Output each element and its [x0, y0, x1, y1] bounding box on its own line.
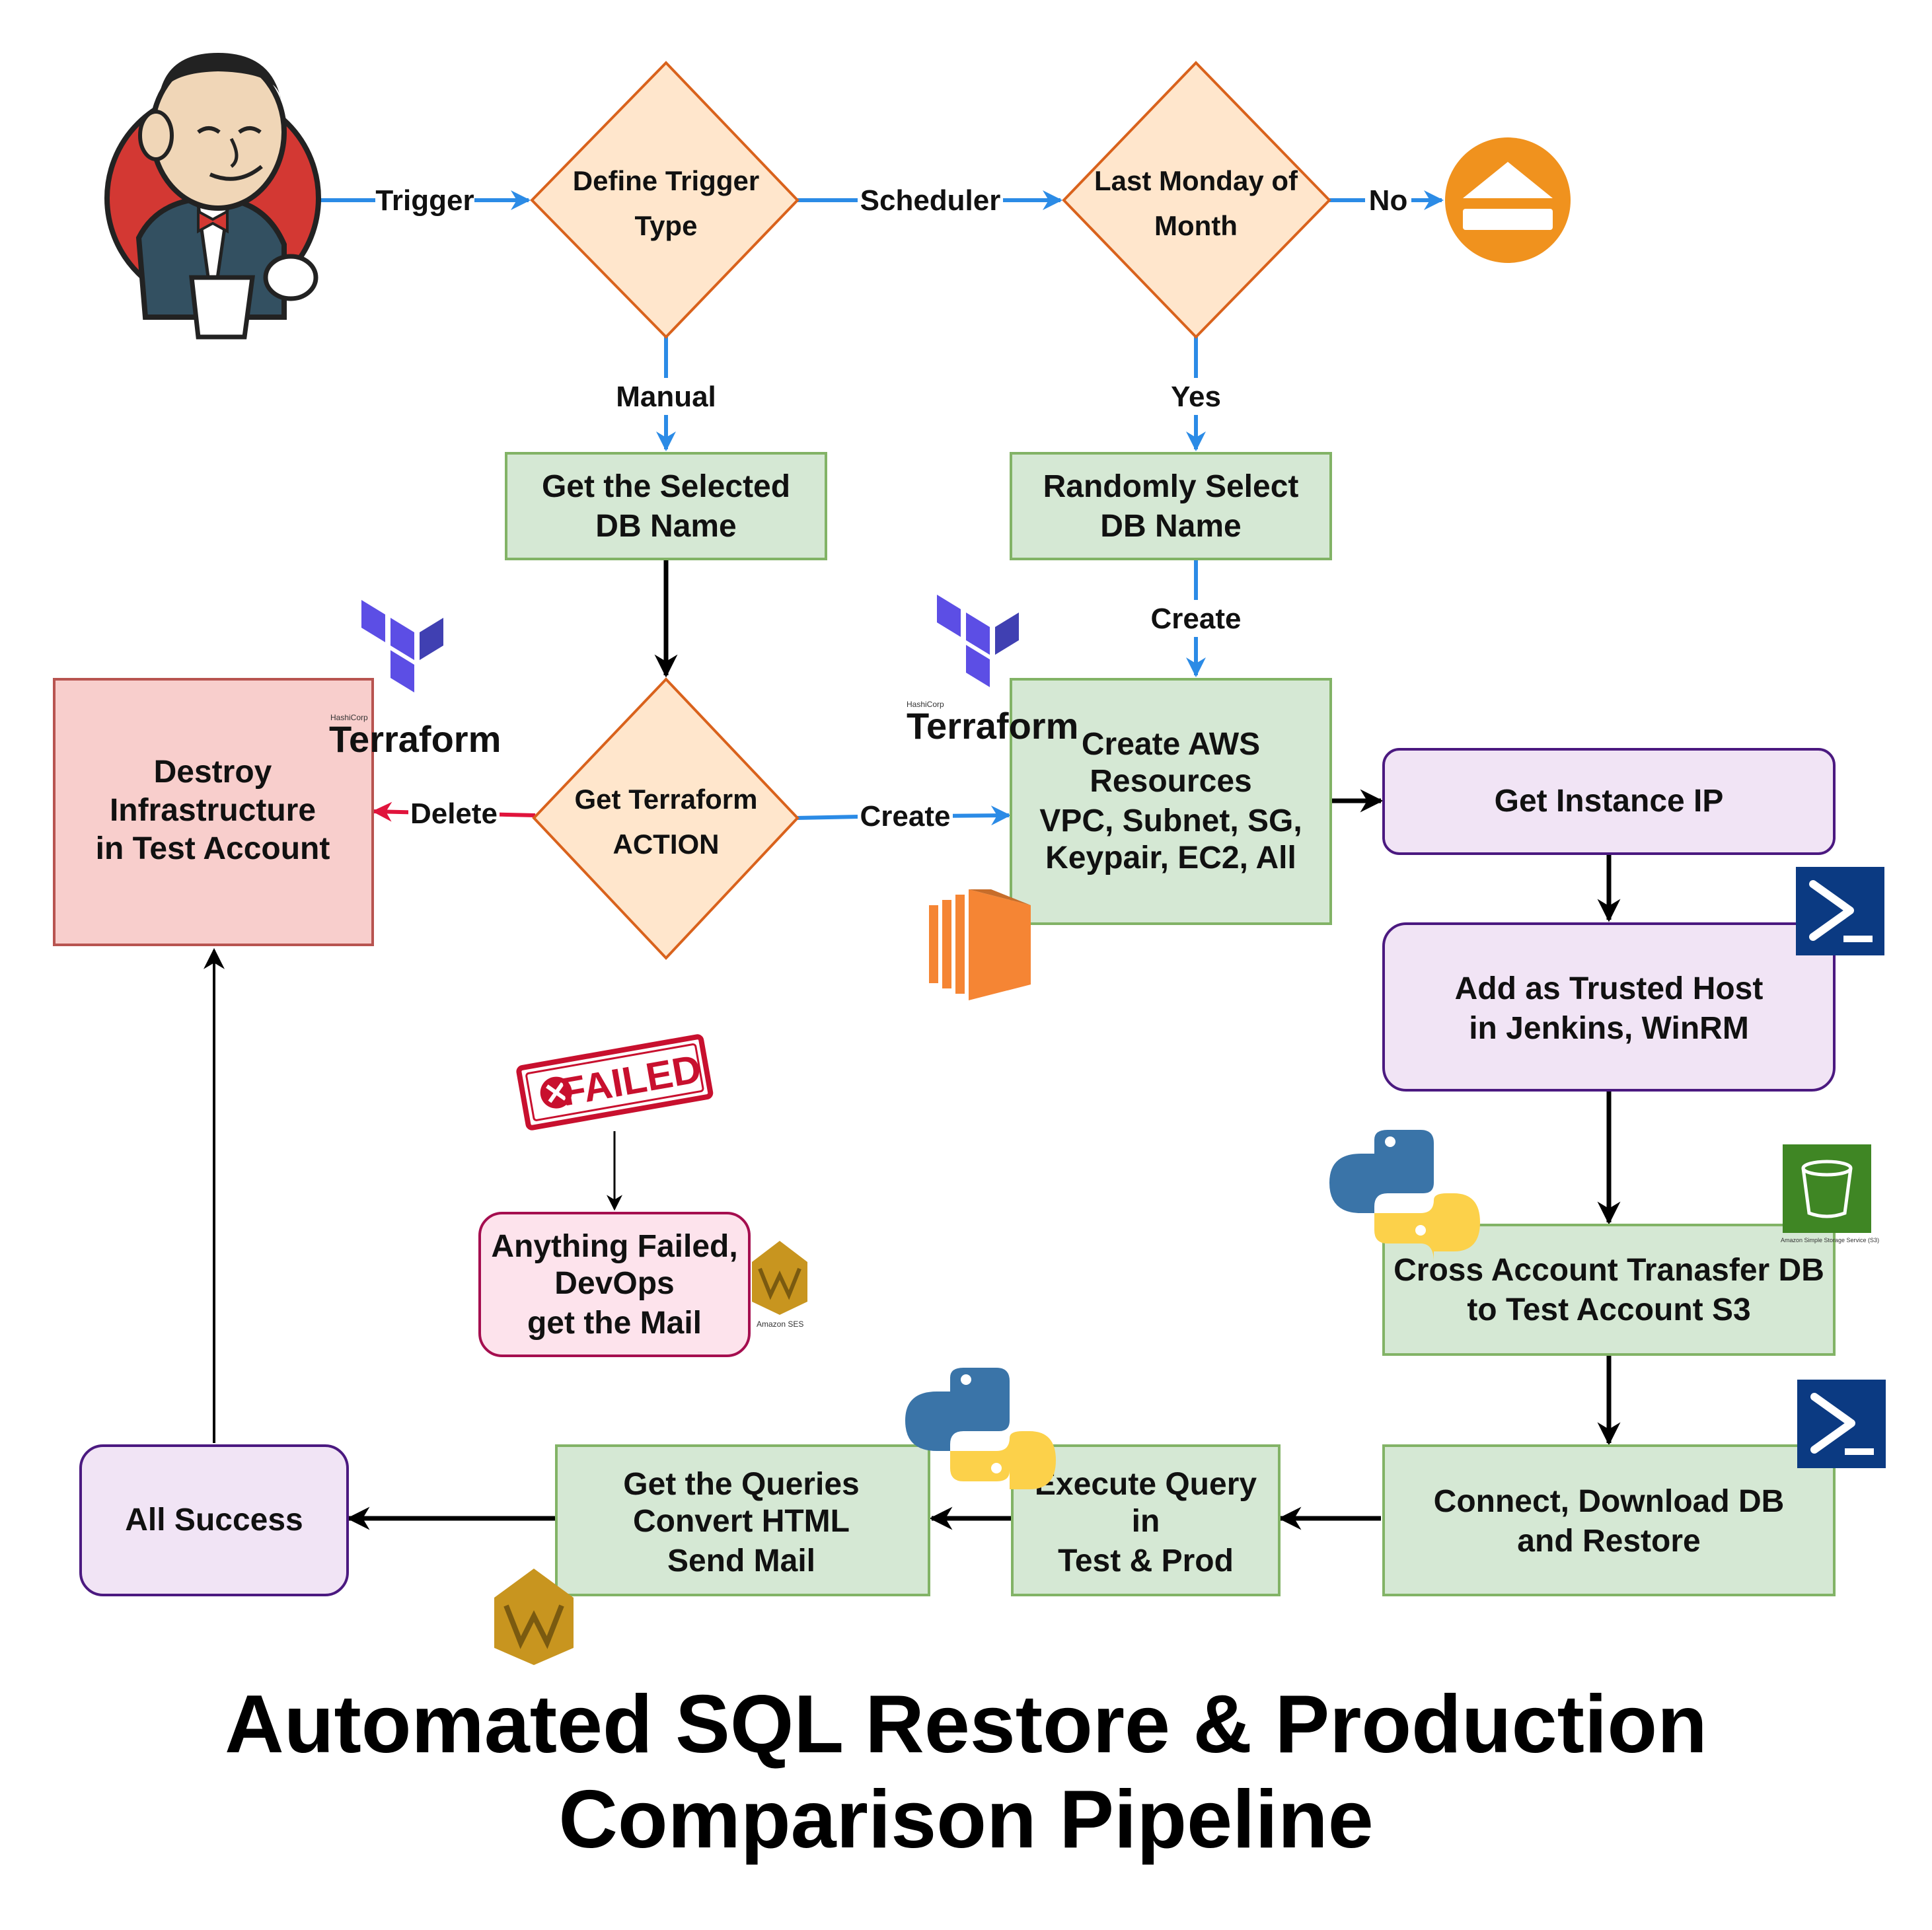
process-connect-restore: Connect, Download DB and Restore: [1382, 1444, 1836, 1596]
ses-label: Amazon SES: [757, 1319, 803, 1329]
node-text: DB Name: [1100, 509, 1241, 544]
node-text: in Test Account: [96, 831, 330, 866]
node-text: Anything Failed,: [491, 1229, 737, 1264]
edge-labels: Trigger Scheduler No Manual Yes Create C…: [375, 182, 1411, 835]
diagram-title: Automated SQL Restore & Production Compa…: [225, 1679, 1707, 1865]
node-text: in Jenkins, WinRM: [1469, 1011, 1749, 1046]
edge-label-create-top: Create: [1151, 603, 1242, 635]
terraform-icon: HashiCorp Terraform: [907, 595, 1078, 747]
process-create-aws: Create AWS Resources VPC, Subnet, SG, Ke…: [1010, 678, 1332, 925]
node-text: Convert HTML: [633, 1504, 850, 1539]
node-text: Execute Query: [1035, 1467, 1257, 1502]
edges: [204, 190, 1621, 1530]
node-text: ACTION: [613, 829, 720, 860]
powershell-icon: [1797, 1380, 1886, 1468]
terraform-icon: HashiCorp Terraform: [329, 600, 501, 760]
ses-icon: Amazon SES: [752, 1241, 807, 1329]
edge-label-manual: Manual: [616, 381, 716, 413]
process-destroy-infrastructure: Destroy Infrastructure in Test Account: [53, 678, 374, 946]
node-text: Get Terraform: [575, 784, 758, 815]
node-text: Define Trigger: [573, 165, 759, 196]
process-all-success: All Success: [79, 1444, 349, 1596]
node-text: Type: [635, 210, 698, 241]
process-execute-query: Execute Query in Test & Prod: [1011, 1444, 1281, 1596]
process-anything-failed: Anything Failed, DevOps get the Mail: [478, 1212, 751, 1357]
node-text: Add as Trusted Host: [1455, 971, 1764, 1006]
node-text: and Restore: [1517, 1524, 1700, 1559]
node-text: Infrastructure: [110, 793, 316, 828]
decision-last-monday: Last Monday of Month: [1062, 61, 1331, 339]
node-text: in: [1132, 1504, 1160, 1539]
node-text: Month: [1154, 210, 1238, 241]
node-text: All Success: [125, 1503, 303, 1538]
jenkins-icon: [104, 53, 321, 340]
node-text: Create AWS: [1082, 727, 1260, 762]
node-text: Randomly Select: [1043, 469, 1299, 504]
process-get-instance-ip: Get Instance IP: [1382, 748, 1836, 855]
node-text: get the Mail: [527, 1306, 702, 1341]
python-icon: [1329, 1130, 1480, 1262]
node-text: Test & Prod: [1058, 1543, 1234, 1578]
aws-ec2-icon: [929, 889, 1031, 1000]
node-text: Connect, Download DB: [1434, 1484, 1785, 1519]
powershell-icon: [1796, 867, 1884, 955]
process-get-selected-db: Get the Selected DB Name: [505, 452, 827, 560]
s3-bucket-icon: Amazon Simple Storage Service (S3): [1781, 1144, 1879, 1243]
python-icon: [905, 1368, 1056, 1489]
node-text: Get Instance IP: [1495, 784, 1724, 819]
node-text: Cross Account Tranasfer DB: [1393, 1253, 1824, 1288]
terraform-wordmark: Terraform: [907, 705, 1078, 747]
process-trusted-host: Add as Trusted Host in Jenkins, WinRM: [1382, 922, 1836, 1092]
ses-icon: [494, 1569, 574, 1665]
decision-define-trigger: Define Trigger Type: [530, 61, 799, 339]
process-queries-mail: Get the Queries Convert HTML Send Mail: [555, 1444, 930, 1596]
edge-label-trigger: Trigger: [375, 184, 474, 217]
process-random-select-db: Randomly Select DB Name: [1010, 452, 1332, 560]
title-line-2: Comparison Pipeline: [558, 1774, 1373, 1865]
node-text: Last Monday of: [1094, 165, 1298, 196]
node-text: Keypair, EC2, All: [1045, 840, 1296, 875]
decision-terraform-action: Get Terraform ACTION: [532, 677, 799, 960]
edge-label-yes: Yes: [1171, 381, 1221, 413]
node-text: Get the Queries: [623, 1467, 859, 1502]
failed-stamp-icon: FAILED: [516, 1034, 714, 1131]
edge-label-scheduler: Scheduler: [860, 184, 1001, 217]
node-text: Get the Selected: [542, 469, 790, 504]
edge-label-no: No: [1369, 184, 1408, 217]
terraform-wordmark: Terraform: [329, 718, 501, 760]
node-text: Resources: [1090, 764, 1251, 799]
node-text: DevOps: [554, 1266, 674, 1301]
terraform-hashicorp-label: HashiCorp: [330, 713, 368, 722]
node-text: DB Name: [595, 509, 736, 544]
node-text: Destroy: [154, 755, 272, 790]
title-line-1: Automated SQL Restore & Production: [225, 1679, 1707, 1770]
s3-label: Amazon Simple Storage Service (S3): [1781, 1237, 1879, 1243]
edge-label-create-mid: Create: [860, 800, 951, 833]
terraform-hashicorp-label: HashiCorp: [907, 700, 944, 709]
node-text: VPC, Subnet, SG,: [1039, 803, 1302, 838]
edge-label-delete: Delete: [410, 798, 498, 830]
exit-icon: [1445, 137, 1571, 263]
node-text: Send Mail: [667, 1543, 815, 1578]
node-text: to Test Account S3: [1467, 1292, 1750, 1327]
